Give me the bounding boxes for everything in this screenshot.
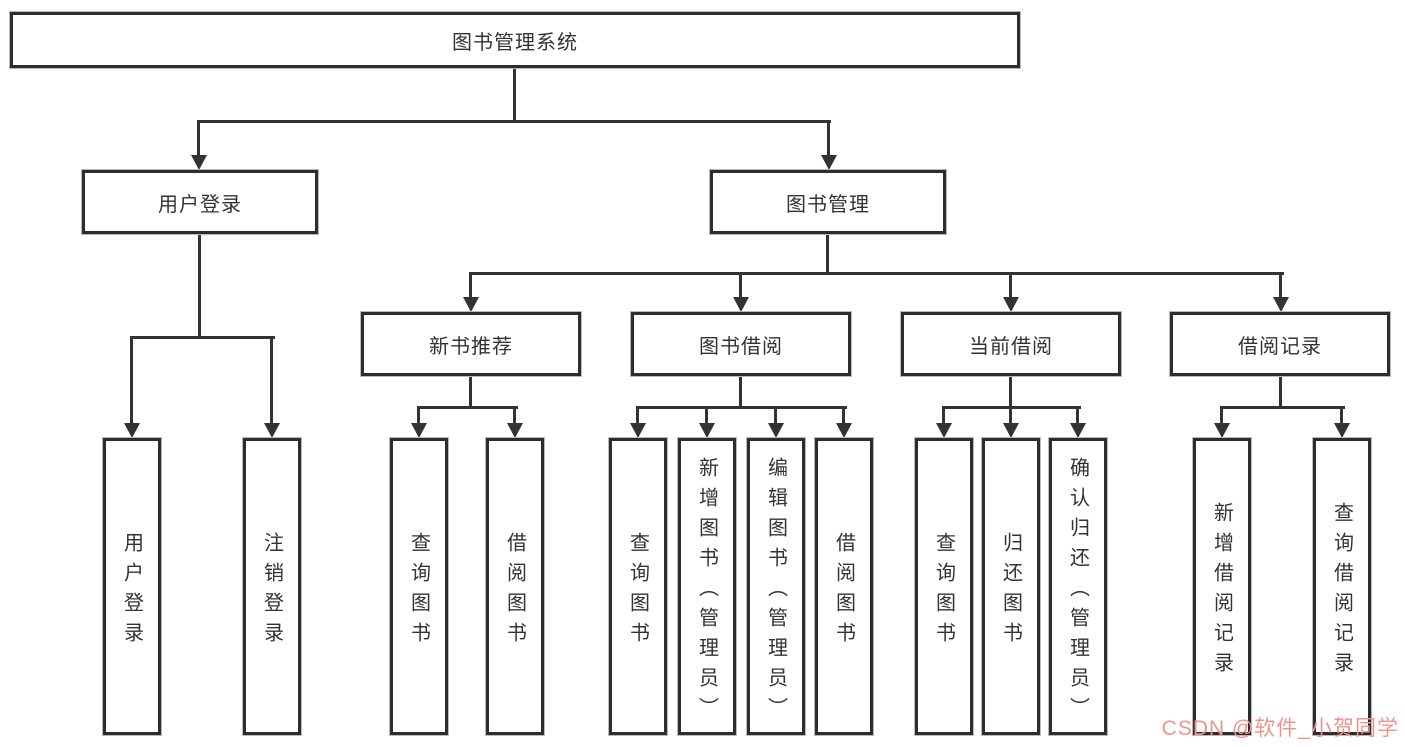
leaf-logout: 注销登录 bbox=[243, 438, 301, 735]
arrow-down-icon bbox=[1214, 423, 1230, 438]
arrow-down-icon bbox=[507, 423, 523, 438]
leaf-newbook-borrow-books: 借阅图书 bbox=[486, 438, 544, 735]
connector-book-management-stem bbox=[826, 234, 829, 275]
arrow-down-icon bbox=[699, 423, 715, 438]
node-label: 新书推荐 bbox=[429, 335, 513, 358]
node-label: 注销登录 bbox=[260, 531, 283, 652]
arrow-down-icon bbox=[836, 423, 852, 438]
arrow-down-icon bbox=[191, 155, 207, 170]
node-label: 查询图书 bbox=[932, 531, 955, 652]
arrow-down-icon bbox=[1003, 423, 1019, 438]
arrow-down-icon bbox=[1334, 423, 1350, 438]
node-label: 借阅记录 bbox=[1238, 335, 1322, 358]
csdn-watermark: CSDN @软件_小贺同学 bbox=[1161, 717, 1399, 740]
node-label: 用户登录 bbox=[120, 531, 143, 652]
leaf-borrow-add-books-admin: 新增图书（管理员） bbox=[678, 438, 736, 735]
leaf-newbook-query-books: 查询图书 bbox=[390, 438, 448, 735]
arrow-down-icon bbox=[411, 423, 427, 438]
node-current-borrow: 当前借阅 bbox=[901, 312, 1121, 376]
arrow-down-icon bbox=[768, 423, 784, 438]
arrow-down-icon bbox=[1070, 423, 1086, 438]
connector-drop-leaf bbox=[130, 336, 133, 426]
connector-drop-leaf bbox=[774, 406, 777, 426]
node-label: 借阅图书 bbox=[832, 531, 855, 652]
node-label: 查询图书 bbox=[407, 531, 430, 652]
arrow-down-icon bbox=[733, 297, 749, 312]
leaf-records-add-record: 新增借阅记录 bbox=[1193, 438, 1251, 735]
connector-root-stem bbox=[513, 68, 516, 123]
node-label: 查询借阅记录 bbox=[1330, 501, 1353, 682]
connector-user-login-stem bbox=[198, 234, 201, 338]
connector-new-book-stem bbox=[469, 376, 472, 409]
arrow-down-icon bbox=[1273, 297, 1289, 312]
connector-book-borrow-stem bbox=[739, 376, 742, 409]
connector-borrow-records-stem bbox=[1279, 376, 1282, 409]
connector-level3-rail bbox=[469, 272, 1284, 275]
leaf-borrow-query-books: 查询图书 bbox=[609, 438, 667, 735]
node-label: 新增借阅记录 bbox=[1210, 501, 1233, 682]
node-borrow-records: 借阅记录 bbox=[1170, 312, 1390, 376]
connector-drop-new-book bbox=[469, 272, 472, 300]
arrow-down-icon bbox=[936, 423, 952, 438]
arrow-down-icon bbox=[463, 297, 479, 312]
arrow-down-icon bbox=[124, 423, 140, 438]
leaf-user-login: 用户登录 bbox=[103, 438, 161, 735]
leaf-current-confirm-return-admin: 确认归还（管理员） bbox=[1049, 438, 1107, 735]
node-label: 图书借阅 bbox=[699, 335, 783, 358]
arrow-down-icon bbox=[264, 423, 280, 438]
node-book-borrow: 图书借阅 bbox=[631, 312, 851, 376]
node-label: 借阅图书 bbox=[503, 531, 526, 652]
node-library-management-system: 图书管理系统 bbox=[10, 12, 1020, 68]
node-new-book-recommend: 新书推荐 bbox=[361, 312, 581, 376]
node-user-login: 用户登录 bbox=[82, 170, 318, 234]
connector-book-borrow-rail bbox=[636, 406, 847, 409]
node-label: 查询图书 bbox=[626, 531, 649, 652]
arrow-down-icon bbox=[1003, 297, 1019, 312]
connector-drop-book-management bbox=[827, 120, 830, 158]
connector-drop-leaf bbox=[705, 406, 708, 426]
connector-level2-rail bbox=[197, 120, 831, 123]
node-label: 新增图书（管理员） bbox=[695, 456, 718, 727]
leaf-borrow-borrow-books: 借阅图书 bbox=[815, 438, 873, 735]
connector-drop-leaf bbox=[513, 406, 516, 426]
leaf-current-query-books: 查询图书 bbox=[915, 438, 973, 735]
node-label: 确认归还（管理员） bbox=[1066, 456, 1089, 727]
connector-drop-leaf bbox=[842, 406, 845, 426]
connector-drop-leaf bbox=[1076, 406, 1079, 426]
node-label: 归还图书 bbox=[999, 531, 1022, 652]
connector-borrow-records-rail bbox=[1220, 406, 1345, 409]
connector-drop-leaf bbox=[1009, 406, 1012, 426]
connector-drop-leaf bbox=[1340, 406, 1343, 426]
leaf-borrow-edit-books-admin: 编辑图书（管理员） bbox=[747, 438, 805, 735]
node-label: 图书管理系统 bbox=[452, 31, 578, 54]
connector-drop-leaf bbox=[942, 406, 945, 426]
connector-drop-borrow-records bbox=[1279, 272, 1282, 300]
leaf-records-query-record: 查询借阅记录 bbox=[1313, 438, 1371, 735]
connector-drop-book-borrow bbox=[739, 272, 742, 300]
node-label: 当前借阅 bbox=[969, 335, 1053, 358]
connector-user-login-rail bbox=[130, 336, 275, 339]
connector-drop-leaf bbox=[1220, 406, 1223, 426]
node-label: 用户登录 bbox=[158, 193, 242, 216]
connector-drop-current-borrow bbox=[1009, 272, 1012, 300]
node-label: 编辑图书（管理员） bbox=[764, 456, 787, 727]
connector-new-book-rail bbox=[417, 406, 518, 409]
connector-current-borrow-stem bbox=[1009, 376, 1012, 409]
connector-drop-leaf bbox=[270, 336, 273, 426]
arrow-down-icon bbox=[630, 423, 646, 438]
arrow-down-icon bbox=[821, 155, 837, 170]
leaf-current-return-books: 归还图书 bbox=[982, 438, 1040, 735]
connector-drop-user-login bbox=[197, 120, 200, 158]
node-book-management: 图书管理 bbox=[710, 170, 946, 234]
connector-drop-leaf bbox=[417, 406, 420, 426]
connector-drop-leaf bbox=[636, 406, 639, 426]
node-label: 图书管理 bbox=[786, 193, 870, 216]
